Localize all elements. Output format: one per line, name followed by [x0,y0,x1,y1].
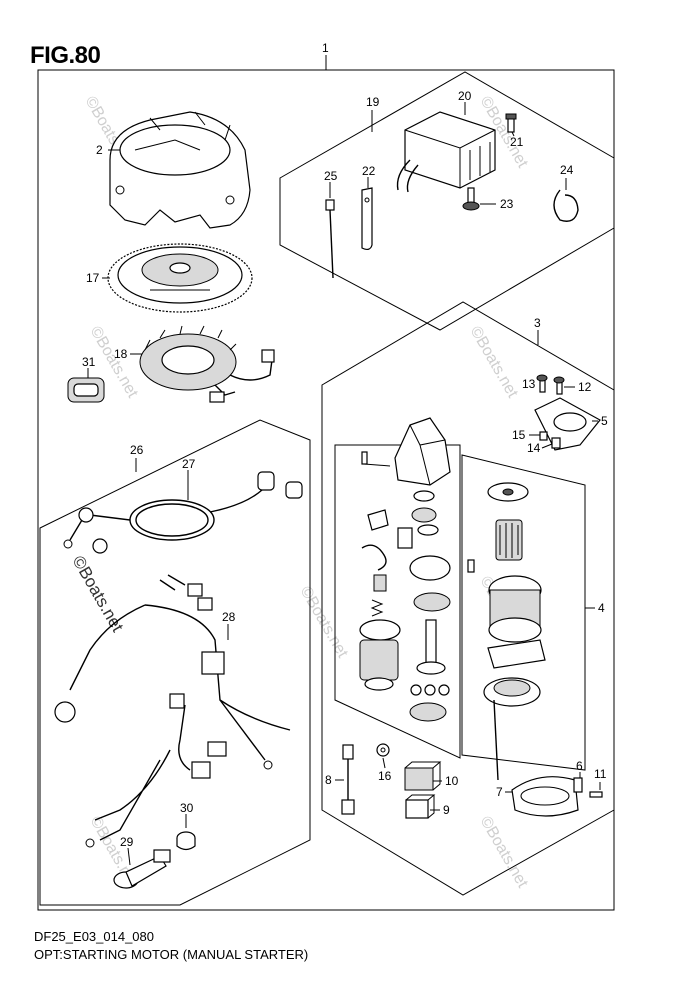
armature-box [461,454,586,771]
switch-29 [113,849,171,889]
callout-8: 8 [325,773,332,787]
harness-group-box [39,419,311,906]
callout-18: 18 [114,347,128,361]
regulator-group-box [279,71,615,331]
callout-31: 31 [82,355,96,369]
callout-7: 7 [496,785,503,799]
callout-28: 28 [222,610,236,624]
callout-27: 27 [182,457,196,471]
callout-29: 29 [120,835,134,849]
harness-loop [63,471,303,554]
callout-4: 4 [598,601,605,615]
bolt-21 [505,113,517,133]
bracket-22 [361,187,373,251]
figure-title: FIG.80 [30,42,101,69]
callout-23: 23 [500,197,514,211]
clip-24 [553,189,579,222]
starter-bearings [409,684,450,722]
starter-gear-housing [361,417,451,486]
bolts-12-13 [536,374,565,395]
starter-bracket [534,397,601,451]
bolt-23 [462,187,480,211]
callout-25: 25 [324,169,338,183]
callout-19: 19 [366,95,380,109]
callout-20: 20 [458,89,472,103]
callout-11: 11 [594,767,607,781]
callout-2: 2 [96,143,103,157]
collar-14-15 [539,431,561,449]
callout-30: 30 [180,801,194,815]
callout-13: 13 [522,377,536,391]
cable-tie [325,199,335,279]
nut-16 [376,743,390,757]
callout-6: 6 [576,759,583,773]
callout-14: 14 [527,441,541,455]
callout-22: 22 [362,164,376,178]
callout-21: 21 [510,135,524,149]
flywheel [107,243,253,313]
pinion-gear-stack [409,490,451,675]
figure-code: DF25_E03_014_080 [34,929,154,944]
relay-10 [404,761,442,791]
watermark: ©Boats.net [467,324,522,402]
main-harness [54,574,291,848]
callout-10: 10 [445,774,459,788]
watermark: ©Boats.net [297,584,352,662]
sleeve-30 [176,831,196,851]
regulator [396,111,496,193]
callout-17: 17 [86,271,100,285]
flywheel-cover [109,111,251,229]
figure-description: OPT:STARTING MOTOR (MANUAL STARTER) [34,947,309,962]
callout-26: 26 [130,443,144,457]
callout-24: 24 [560,163,574,177]
starter-solenoid [359,509,413,691]
callout-1: 1 [322,41,329,55]
cable-8 [341,744,355,815]
grommet [67,377,105,403]
callout-9: 9 [443,803,450,817]
watermark-prominent: ©Boats.net [69,553,128,636]
callout-12: 12 [578,380,592,394]
relay-9 [405,794,436,819]
callout-3: 3 [534,316,541,330]
callout-15: 15 [512,428,526,442]
callout-16: 16 [378,769,392,783]
starter-group-box [321,301,615,896]
watermark: ©Boats.net [477,814,532,892]
armature-parts [467,482,546,781]
stator [139,325,275,403]
brush-band [511,776,603,817]
callout-5: 5 [601,414,608,428]
